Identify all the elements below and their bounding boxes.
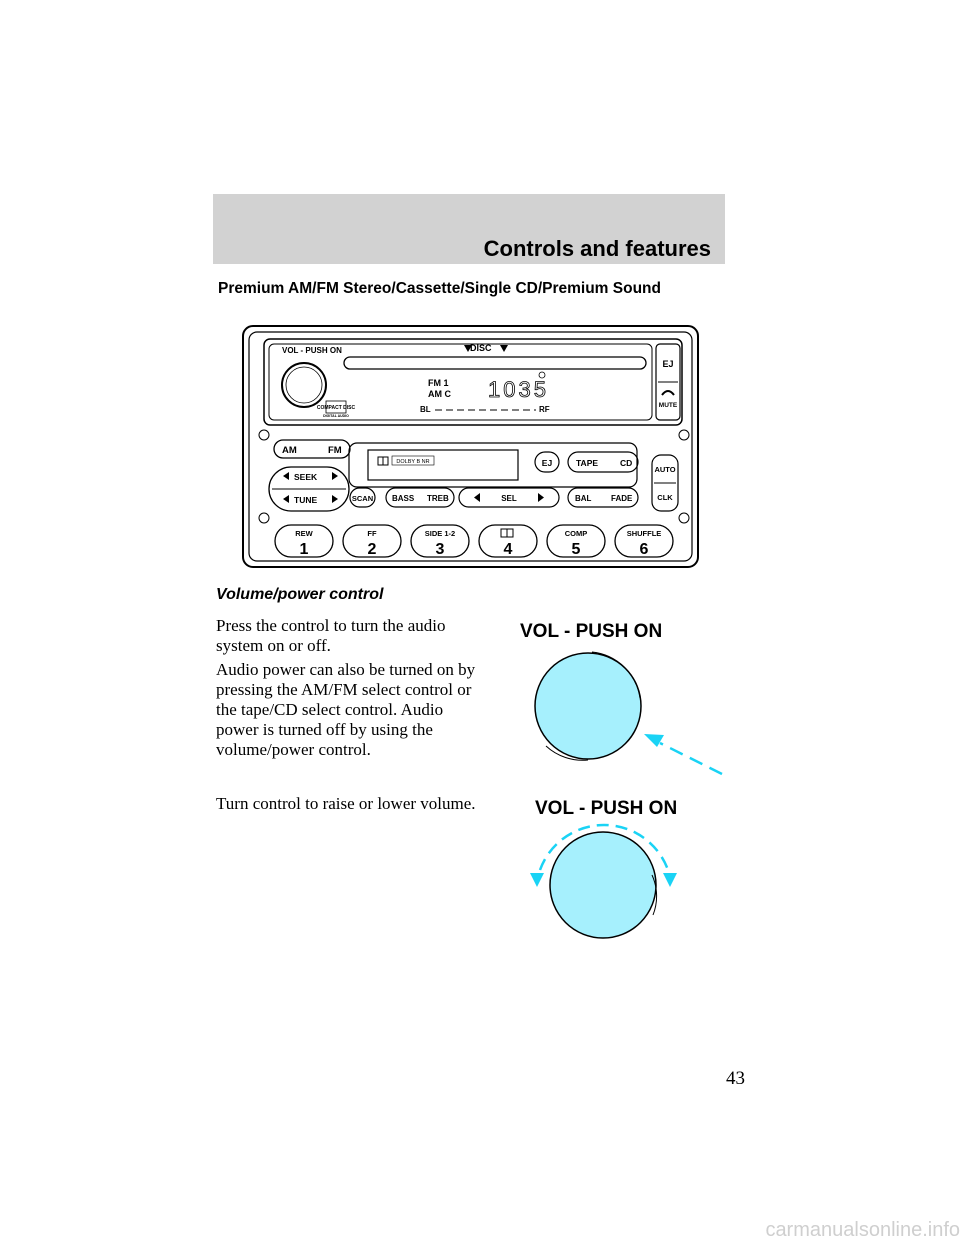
sel-button[interactable] <box>458 487 560 508</box>
scan-button[interactable] <box>349 487 376 508</box>
volume-paragraph-2: Audio power can also be turned on by pre… <box>216 660 476 759</box>
volume-paragraph-3: Turn control to raise or lower volume. <box>216 794 476 813</box>
disc-label: DISC <box>470 343 492 353</box>
am-label: AM <box>282 445 297 456</box>
seek-tune-rocker[interactable] <box>268 466 350 512</box>
volume-control-heading: Volume/power control <box>216 586 384 603</box>
auto-clk-button[interactable] <box>651 454 679 512</box>
preset-6-number: 6 <box>640 541 649 558</box>
fade-label: FADE <box>611 494 633 503</box>
turn-arrow-right-icon <box>663 873 677 887</box>
cd-label: CD <box>620 458 632 468</box>
preset-5-label: COMP <box>565 529 588 538</box>
preset-button-1[interactable] <box>274 524 334 558</box>
bal-fade-button[interactable] <box>567 487 639 508</box>
turn-arrow-left-icon <box>530 873 544 887</box>
knob-1-label: VOL - PUSH ON <box>520 621 663 642</box>
disc-arrow-left-icon <box>464 345 472 352</box>
ej-top-button[interactable]: EJ <box>662 359 673 369</box>
preset-2-number: 2 <box>368 541 377 558</box>
bass-label: BASS <box>392 494 415 503</box>
push-arrow-icon <box>644 734 664 747</box>
footer-watermark-url[interactable]: carmanualsonline.info <box>765 1219 960 1241</box>
tape-eject-button[interactable] <box>534 451 560 473</box>
volume-knob[interactable] <box>281 362 327 408</box>
display-band: FM 1 <box>428 378 449 388</box>
auto-label: AUTO <box>654 465 675 474</box>
volume-knob-turn <box>549 831 657 939</box>
scan-label: SCAN <box>352 494 373 503</box>
header-band <box>213 194 725 264</box>
tune-right-icon <box>332 495 338 503</box>
mute-button[interactable]: MUTE <box>659 402 678 409</box>
tune-left-icon <box>283 495 289 503</box>
volume-knob-push <box>534 652 642 760</box>
clk-label: CLK <box>657 493 673 502</box>
cd-slot <box>343 356 647 370</box>
preset-button-5[interactable] <box>546 524 606 558</box>
display-bal-left: BL <box>420 405 431 414</box>
fm-label: FM <box>328 445 342 456</box>
cd-logo-icon <box>325 400 347 414</box>
disc-arrow-right-icon <box>500 345 508 352</box>
knob-2-label: VOL - PUSH ON <box>535 798 678 819</box>
page-number: 43 <box>726 1068 745 1089</box>
bass-treb-button[interactable] <box>385 487 455 508</box>
tape-label: TAPE <box>576 458 598 468</box>
tape-eject-label: EJ <box>542 458 553 468</box>
display-frequency: 1035 <box>488 377 549 402</box>
cd-deck <box>263 338 683 426</box>
sel-label: SEL <box>501 494 517 503</box>
radio-faceplate: VOL - PUSH ON DISC COMPACT DISC DIGITAL … <box>242 325 699 568</box>
preset-button-6[interactable] <box>614 524 674 558</box>
sel-left-icon <box>474 493 480 502</box>
preset-buttons: REW 1 FF 2 SIDE 1-2 3 4 COMP 5 SHUFFLE 6 <box>274 524 674 558</box>
preset-1-number: 1 <box>300 541 309 558</box>
push-knob-illustration <box>534 651 723 776</box>
preset-2-label: FF <box>367 529 377 538</box>
push-arrow-shaft <box>659 741 723 776</box>
preset-button-2[interactable] <box>342 524 402 558</box>
screw <box>678 512 690 524</box>
preset-1-label: REW <box>295 529 313 538</box>
seek-right-icon <box>332 472 338 480</box>
vol-push-on-label: VOL - PUSH ON <box>282 346 342 355</box>
display-bal-right: RF <box>539 405 550 414</box>
page-heading: Premium AM/FM Stereo/Cassette/Single CD/… <box>218 280 661 297</box>
turn-knob-illustration <box>530 823 677 939</box>
screw <box>678 429 690 441</box>
volume-paragraph-1: Press the control to turn the audio syst… <box>216 616 446 655</box>
display-am-c: AM C <box>428 389 451 399</box>
bal-label: BAL <box>575 494 592 503</box>
preset-6-label: SHUFFLE <box>627 529 662 538</box>
phone-mute-icon <box>661 390 675 396</box>
sel-right-icon <box>538 493 544 502</box>
section-title: Controls and features <box>483 236 711 261</box>
knob-highlight-arc <box>591 651 641 699</box>
seek-label: SEEK <box>294 472 318 482</box>
screw <box>258 512 270 524</box>
preset-4-number: 4 <box>504 541 513 558</box>
tape-cd-button[interactable] <box>567 451 639 473</box>
dolby-label: DOLBY B NR <box>396 459 429 465</box>
turn-arrow-arc <box>538 823 670 871</box>
am-fm-button[interactable] <box>273 439 351 459</box>
cassette-door <box>367 449 519 481</box>
preset-3-label: SIDE 1-2 <box>425 529 455 538</box>
preset-button-4[interactable] <box>478 524 538 558</box>
cd-logo-text: COMPACT DISC <box>317 405 356 411</box>
faceplate-inner <box>248 331 693 562</box>
treb-label: TREB <box>427 494 449 503</box>
preset-5-number: 5 <box>572 541 581 558</box>
tune-label: TUNE <box>294 495 317 505</box>
cd-logo-subtext: DIGITAL AUDIO <box>323 414 349 418</box>
screw <box>258 429 270 441</box>
stereo-icon <box>538 371 546 379</box>
preset-3-number: 3 <box>436 541 445 558</box>
preset-button-3[interactable] <box>410 524 470 558</box>
seek-left-icon <box>283 472 289 480</box>
